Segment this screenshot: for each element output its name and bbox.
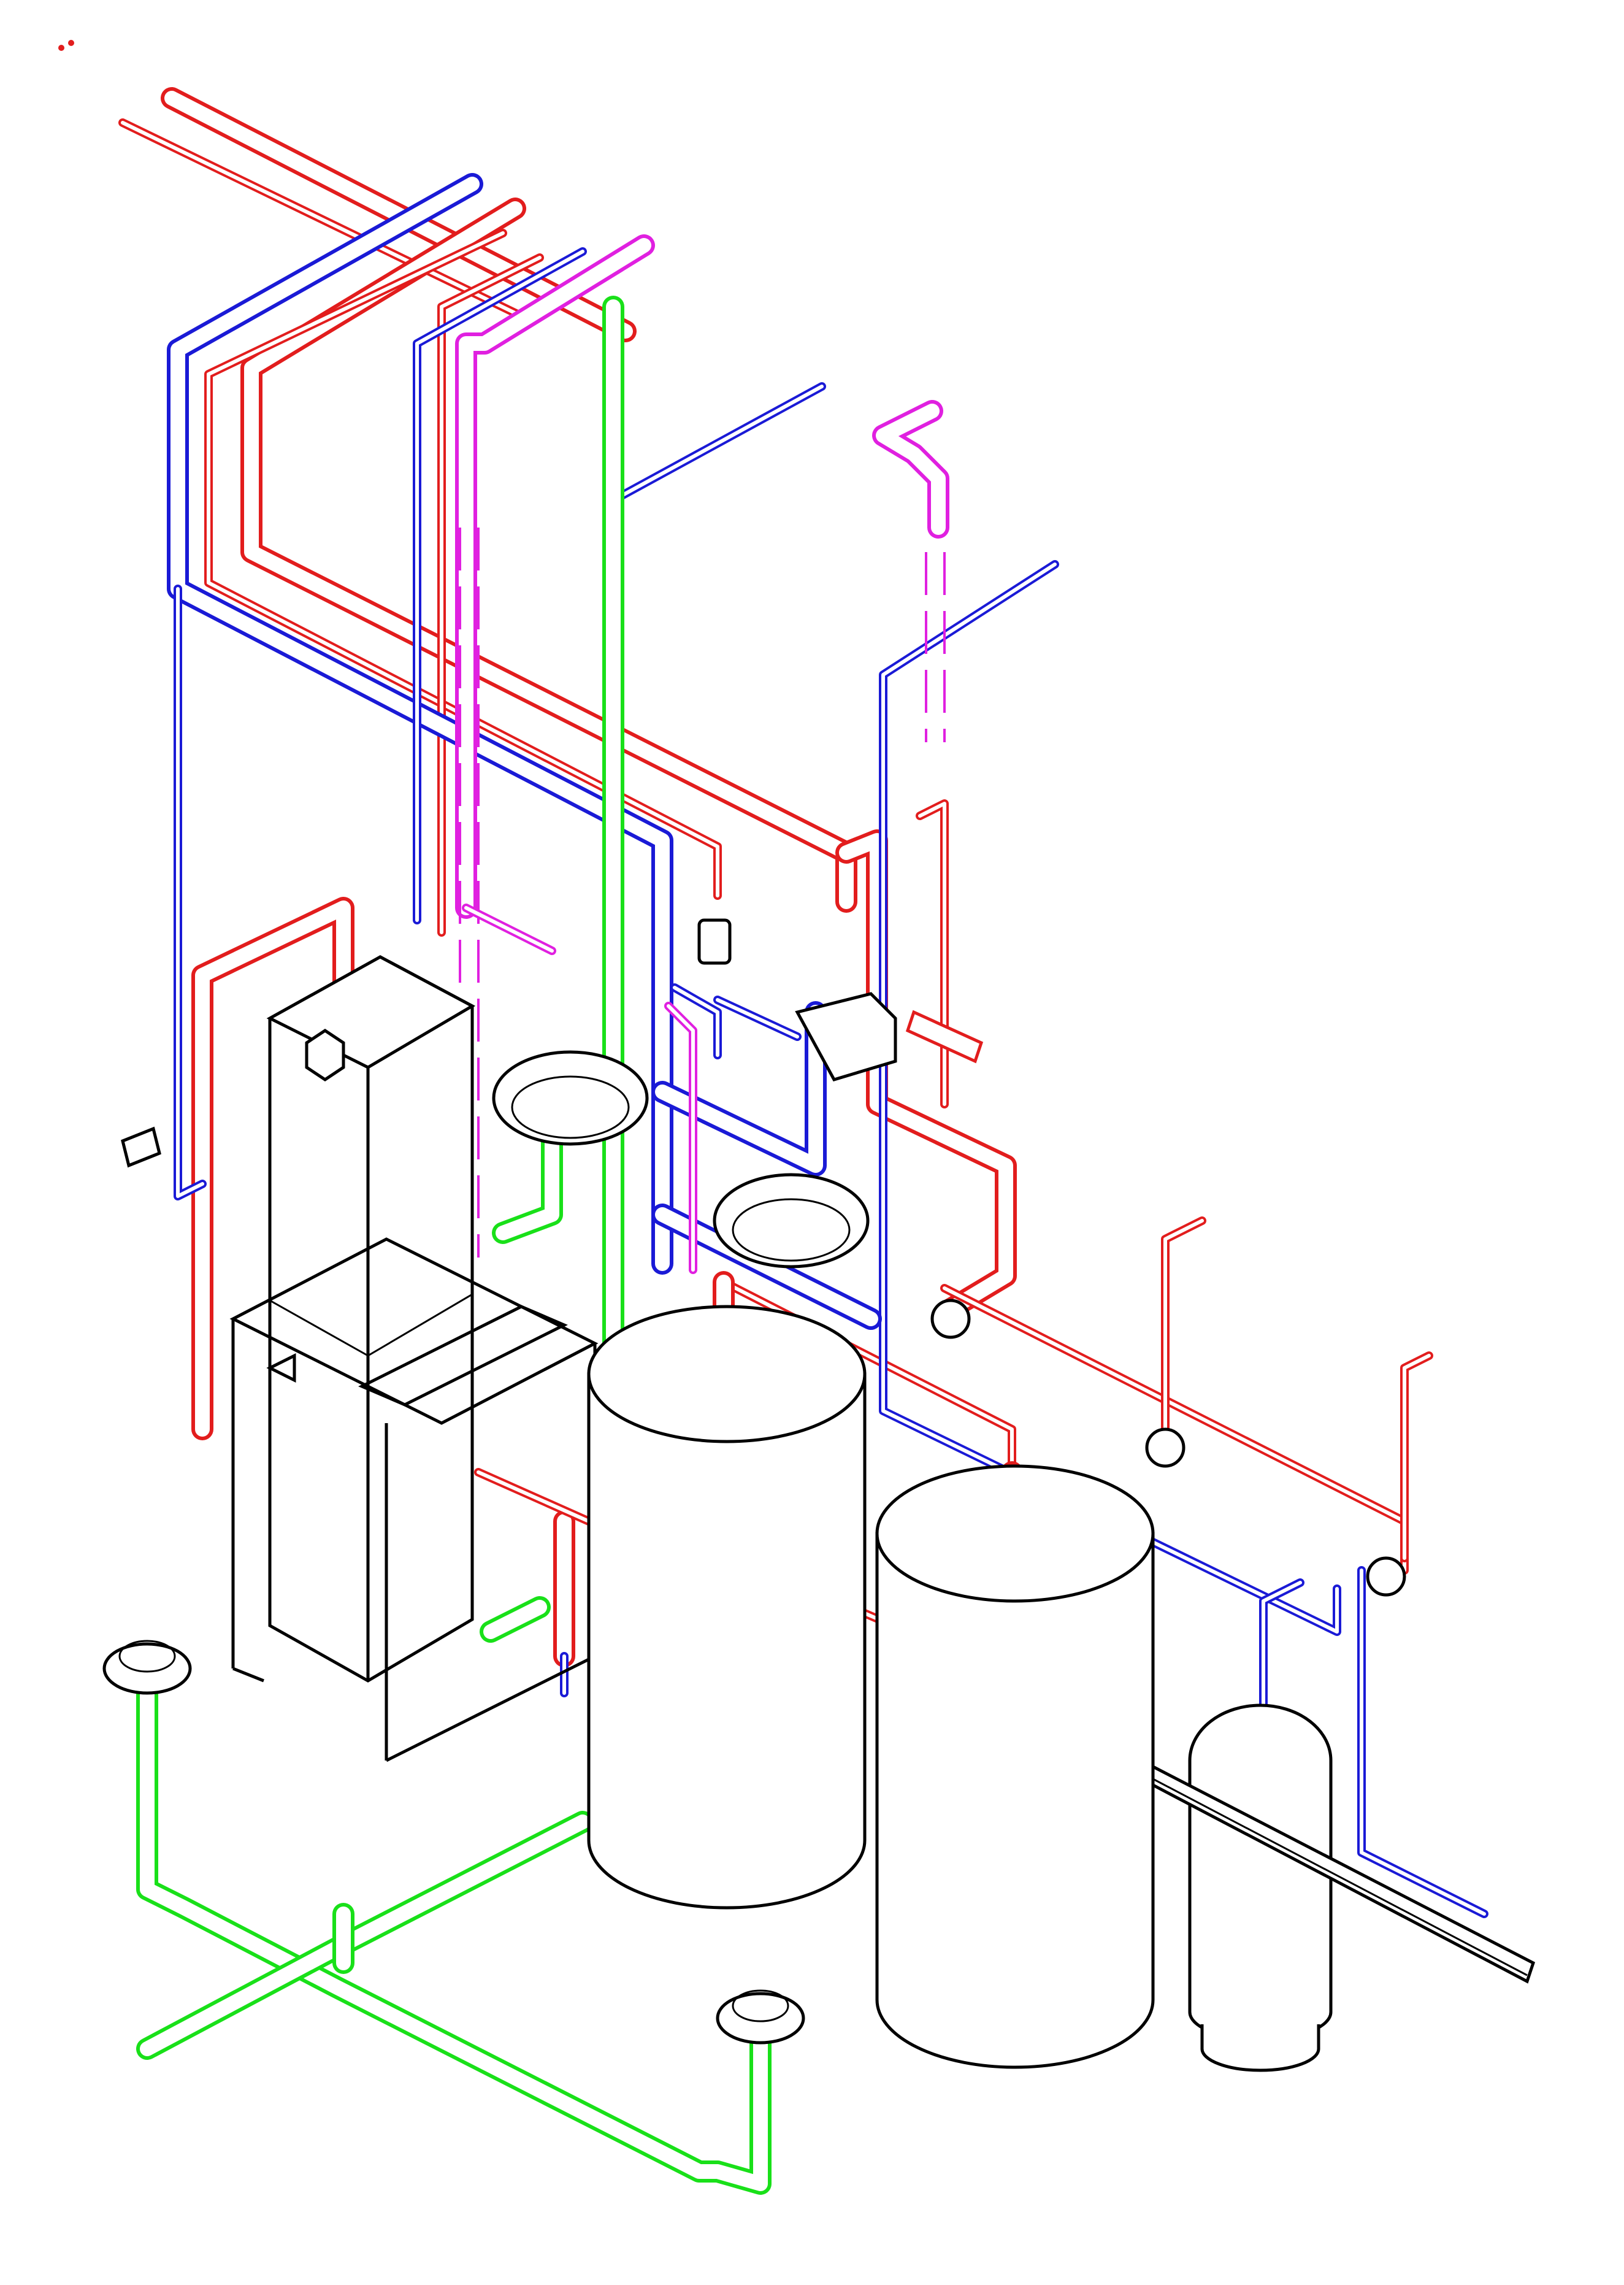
expansion-tank: [1188, 1703, 1333, 2072]
gas-regulator: [905, 1010, 984, 1064]
wash-basin-lower: [713, 1173, 870, 1269]
storage-tank-left: [587, 1305, 867, 1910]
floor-drain-right: [716, 1989, 805, 2045]
cold-water-piping: [167, 173, 1488, 1918]
circulator-pumps: [930, 1299, 1406, 1597]
floor-rail: [1151, 1764, 1536, 1984]
storage-tank-right: [875, 1464, 1155, 2069]
boiler-unit: [266, 955, 476, 1683]
floor-drain-left: [102, 1640, 192, 1695]
vent-piping: [455, 234, 949, 1274]
corner-marker: [58, 40, 74, 51]
wall-valve: [121, 1126, 161, 1168]
wash-basin-upper: [492, 1050, 649, 1146]
mixing-valve: [697, 918, 897, 1081]
